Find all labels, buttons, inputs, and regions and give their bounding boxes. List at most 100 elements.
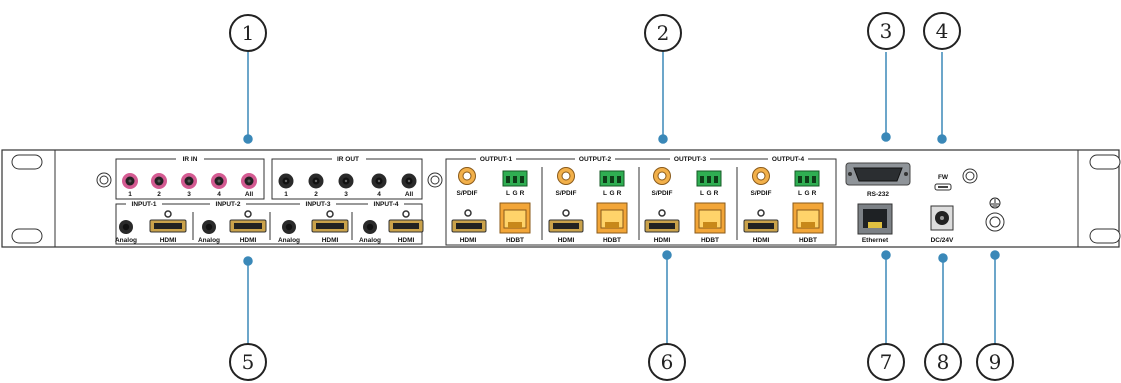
- ir-in-jack-2[interactable]: [151, 173, 167, 189]
- output-2-spdif-label: S/PDIF: [556, 190, 577, 197]
- screw-left: [96, 172, 112, 188]
- rack-ear-slot-bottom-right: [1089, 228, 1121, 244]
- output-1-title: OUTPUT-1: [480, 156, 513, 163]
- output-1-audio-terminal[interactable]: [502, 170, 528, 187]
- ir-out-jack-2[interactable]: [308, 173, 324, 189]
- input-1-analog-jack[interactable]: [119, 220, 133, 234]
- ir-in-title: IR IN: [183, 156, 198, 163]
- callout-lines: [243, 52, 1000, 345]
- output-1-hdmi-port[interactable]: [451, 219, 487, 233]
- input-4-analog-jack[interactable]: [363, 220, 377, 234]
- output-4-hdbt-label: HDBT: [799, 237, 817, 244]
- input-1-analog-label: Analog: [115, 237, 137, 244]
- rs232-port[interactable]: [845, 162, 911, 186]
- ir-out-title: IR OUT: [337, 156, 359, 163]
- output-1-hdmi-label: HDMI: [460, 237, 477, 244]
- output-2-r-label: R: [617, 190, 622, 197]
- output-3-r-label: R: [714, 190, 719, 197]
- output-1-hdbt-port[interactable]: [499, 202, 531, 234]
- callout-1-number: 1: [242, 21, 255, 45]
- callout-7-number: 7: [880, 350, 893, 374]
- input-3-analog-label: Analog: [278, 237, 300, 244]
- ground-icon: [989, 197, 1001, 209]
- ir-in-jack-4[interactable]: [211, 173, 227, 189]
- output-2-hdbt-port[interactable]: [596, 202, 628, 234]
- input-3-analog-jack[interactable]: [282, 220, 296, 234]
- ground-terminal[interactable]: [985, 212, 1005, 232]
- output-4-spdif-port[interactable]: [752, 167, 770, 185]
- ir-out-jack-1[interactable]: [278, 173, 294, 189]
- output-3-led: [658, 209, 666, 217]
- input-3-led: [326, 210, 334, 218]
- ir-in-jack-3[interactable]: [181, 173, 197, 189]
- output-3-audio-terminal[interactable]: [696, 170, 722, 187]
- input-1-hdmi-port[interactable]: [149, 219, 187, 233]
- output-4-led: [757, 209, 765, 217]
- ir-out-jack-3[interactable]: [338, 173, 354, 189]
- input-4-hdmi-port[interactable]: [388, 219, 424, 233]
- output-3-hdmi-port[interactable]: [644, 219, 680, 233]
- input-2-hdmi-label: HDMI: [240, 237, 257, 244]
- ethernet-port[interactable]: [857, 203, 893, 235]
- output-2-audio-terminal[interactable]: [599, 170, 625, 187]
- input-2-led: [244, 210, 252, 218]
- input-4-hdmi-label: HDMI: [398, 237, 415, 244]
- output-3-hdbt-port[interactable]: [694, 202, 726, 234]
- input-1-hdmi-label: HDMI: [160, 237, 177, 244]
- output-2-title: OUTPUT-2: [579, 156, 612, 163]
- input-2-analog-jack[interactable]: [202, 220, 216, 234]
- ir-in-label-2: 2: [157, 191, 161, 198]
- output-2-hdmi-port[interactable]: [548, 219, 584, 233]
- ir-out-jack-4[interactable]: [371, 173, 387, 189]
- output-3-hdbt-label: HDBT: [701, 237, 719, 244]
- input-2-analog-label: Analog: [198, 237, 220, 244]
- input-4-title: INPUT-4: [374, 201, 399, 208]
- output-4-hdbt-port[interactable]: [792, 202, 824, 234]
- screw-right: [962, 168, 978, 184]
- power-jack[interactable]: [930, 205, 954, 231]
- ir-in-jack-all[interactable]: [241, 173, 257, 189]
- output-2-l-label: L: [603, 190, 607, 197]
- ethernet-label: Ethernet: [862, 237, 889, 244]
- input-2-hdmi-port[interactable]: [229, 219, 267, 233]
- output-1-g-label: G: [512, 190, 517, 197]
- ir-out-label-4: 4: [377, 191, 381, 198]
- ir-out-label-3: 3: [344, 191, 348, 198]
- output-1-spdif-label: S/PDIF: [457, 190, 478, 197]
- output-4-audio-terminal[interactable]: [794, 170, 820, 187]
- callout-1: 1: [229, 14, 267, 52]
- rack-ear-slot-top-left: [11, 154, 43, 170]
- output-1-r-label: R: [520, 190, 525, 197]
- output-3-spdif-port[interactable]: [653, 167, 671, 185]
- ir-in-jack-1[interactable]: [122, 173, 138, 189]
- callout-2: 2: [644, 14, 682, 52]
- callout-3: 3: [867, 12, 905, 50]
- output-4-r-label: R: [812, 190, 817, 197]
- output-2-g-label: G: [609, 190, 614, 197]
- output-3-l-label: L: [700, 190, 704, 197]
- input-4-led: [402, 210, 410, 218]
- input-2-title: INPUT-2: [216, 201, 241, 208]
- callout-9: 9: [976, 343, 1014, 381]
- callout-2-number: 2: [657, 21, 670, 45]
- ir-out-label-1: 1: [284, 191, 288, 198]
- output-4-hdmi-port[interactable]: [743, 219, 779, 233]
- screw-middle: [427, 172, 443, 188]
- output-4-spdif-label: S/PDIF: [751, 190, 772, 197]
- output-1-spdif-port[interactable]: [458, 167, 476, 185]
- fw-label: FW: [938, 174, 949, 181]
- ir-in-label-4: 4: [217, 191, 221, 198]
- fw-usb-port[interactable]: [934, 183, 952, 191]
- callout-6: 6: [648, 343, 686, 381]
- callout-4: 4: [923, 12, 961, 50]
- callout-5-number: 5: [242, 350, 255, 374]
- rack-ear-slot-top-right: [1089, 154, 1121, 170]
- ir-out-jack-all[interactable]: [401, 173, 417, 189]
- output-3-hdmi-label: HDMI: [654, 237, 671, 244]
- inputs-group: INPUT-1 INPUT-2 INPUT-3 INPUT-4 Analog H…: [115, 200, 424, 245]
- output-4-title: OUTPUT-4: [772, 156, 805, 163]
- input-3-hdmi-port[interactable]: [311, 219, 349, 233]
- ir-in-group: IR IN 1 2 3 4 All: [115, 155, 265, 200]
- output-2-spdif-port[interactable]: [557, 167, 575, 185]
